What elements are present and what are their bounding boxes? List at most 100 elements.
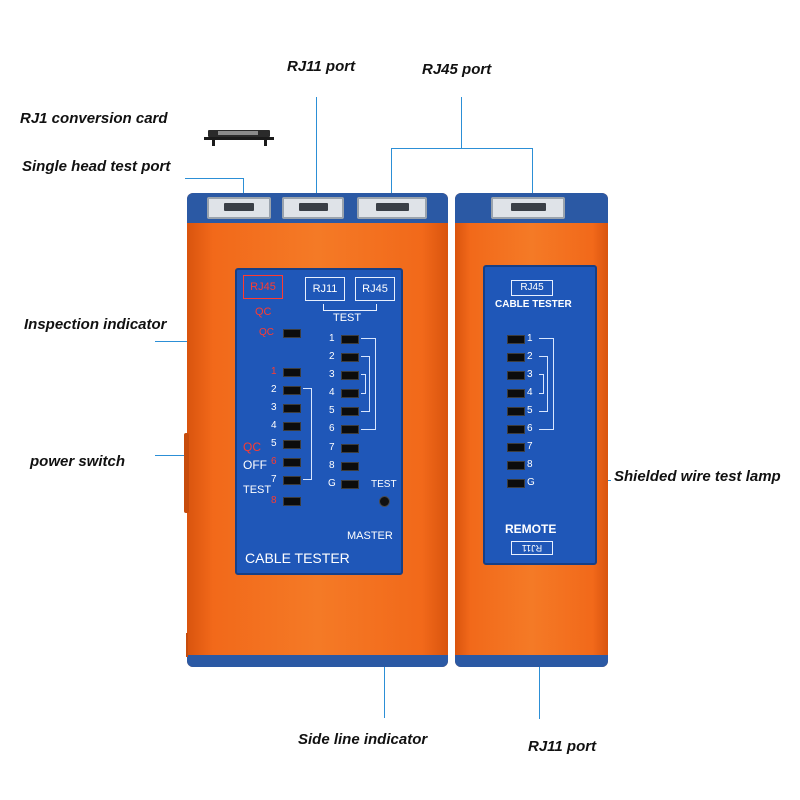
right-led-label-8: 8 [329, 460, 335, 471]
side-led-7 [341, 444, 359, 453]
remote-led-3 [507, 371, 525, 380]
leader-rj11-bottom [539, 667, 540, 719]
remote-led-label-7: 7 [527, 441, 533, 452]
left-led-label-6: 6 [271, 456, 277, 467]
remote-bracket-outer [539, 338, 554, 430]
rj45-port-remote[interactable] [491, 197, 565, 219]
leader-rj45-top-right [532, 148, 533, 195]
side-led-2 [341, 353, 359, 362]
right-bracket-outer [361, 338, 376, 430]
leader-rj45-top-v [461, 97, 462, 149]
remote-led-4 [507, 389, 525, 398]
test-bracket [323, 304, 377, 311]
remote-led-label-3: 3 [527, 369, 533, 380]
remote-led-1 [507, 335, 525, 344]
left-led-label-qc: QC [259, 327, 274, 338]
test-button[interactable] [379, 496, 390, 507]
remote-label: REMOTE [505, 522, 557, 536]
leader-power-switch [155, 455, 193, 456]
leader-rj45-top-left [391, 148, 392, 195]
remote-led-6 [507, 425, 525, 434]
qc-label: QC [255, 306, 272, 318]
left-led-label-3: 3 [271, 402, 277, 413]
remote-rj45-box: RJ45 [511, 280, 553, 296]
switch-label-test: TEST [243, 484, 272, 496]
master-unit: RJ45 QC RJ11 RJ45 TEST QC 1 2 3 4 5 6 7 … [184, 193, 448, 667]
callout-rj1-conversion-card: RJ1 conversion card [20, 110, 168, 127]
leader-rj45-top-h [391, 148, 533, 149]
side-led-6 [341, 425, 359, 434]
leader-single-head-v [243, 178, 244, 194]
leader-single-head [185, 178, 243, 179]
side-led-g [341, 480, 359, 489]
rj1-conversion-card-icon [204, 130, 274, 146]
right-led-label-g: G [328, 478, 336, 489]
right-led-label-7: 7 [329, 442, 335, 453]
test-rj45-box: RJ45 [355, 277, 395, 301]
right-bracket-mid [361, 356, 370, 412]
remote-unit: RJ45 CABLE TESTER 1 2 3 4 5 6 7 8 G REMO… [455, 193, 608, 667]
rj11-port-master[interactable] [282, 197, 344, 219]
remote-led-g [507, 479, 525, 488]
left-led-label-2: 2 [271, 384, 277, 395]
inspection-led-1 [283, 368, 301, 377]
remote-bracket-mid [539, 356, 548, 412]
remote-led-label-6: 6 [527, 423, 533, 434]
side-led-8 [341, 462, 359, 471]
right-led-label-3: 3 [329, 369, 335, 380]
callout-single-head-test-port: Single head test port [22, 158, 171, 175]
callout-rj11-port-bottom: RJ11 port [528, 738, 597, 755]
remote-rj11-box: RJ11 [511, 541, 553, 555]
remote-led-label-2: 2 [527, 351, 533, 362]
remote-led-label-5: 5 [527, 405, 533, 416]
side-led-3 [341, 371, 359, 380]
leader-rj11-top [316, 97, 317, 195]
remote-led-label-4: 4 [527, 387, 533, 398]
master-cable-tester-label: CABLE TESTER [245, 550, 350, 566]
left-led-label-4: 4 [271, 420, 277, 431]
qc-rj45-box: RJ45 [243, 275, 283, 299]
remote-led-2 [507, 353, 525, 362]
master-panel: RJ45 QC RJ11 RJ45 TEST QC 1 2 3 4 5 6 7 … [235, 268, 403, 575]
rj45-port-master[interactable] [357, 197, 427, 219]
left-led-label-8: 8 [271, 495, 277, 506]
power-switch[interactable] [184, 433, 189, 513]
inspection-led-7 [283, 476, 301, 485]
master-side-seam [186, 633, 188, 657]
master-label: MASTER [347, 530, 393, 542]
remote-led-5 [507, 407, 525, 416]
inspection-led-8 [283, 497, 301, 506]
remote-bracket-inner [539, 374, 544, 394]
side-led-5 [341, 407, 359, 416]
callout-side-line-indicator: Side line indicator [298, 731, 428, 748]
remote-cable-tester-label: CABLE TESTER [495, 299, 572, 310]
single-head-test-port[interactable] [207, 197, 271, 219]
remote-led-label-1: 1 [527, 333, 533, 344]
right-led-label-2: 2 [329, 351, 335, 362]
inspection-led-4 [283, 422, 301, 431]
left-led-label-1: 1 [271, 366, 277, 377]
callout-power-switch: power switch [30, 453, 126, 470]
inspection-led-6 [283, 458, 301, 467]
remote-bottom-cap [455, 655, 608, 667]
callout-rj11-port-top: RJ11 port [287, 58, 356, 75]
right-led-label-6: 6 [329, 423, 335, 434]
callout-rj45-port-top: RJ45 port [422, 61, 492, 78]
test-button-label: TEST [371, 479, 397, 490]
left-led-label-7: 7 [271, 474, 277, 485]
side-led-4 [341, 389, 359, 398]
callout-inspection-indicator: Inspection indicator [24, 316, 167, 333]
right-led-label-1: 1 [329, 333, 335, 344]
inspection-led-5 [283, 440, 301, 449]
remote-led-label-g: G [527, 477, 535, 488]
right-led-label-5: 5 [329, 405, 335, 416]
switch-label-qc: QC [243, 440, 261, 454]
right-led-label-4: 4 [329, 387, 335, 398]
test-rj11-box: RJ11 [305, 277, 345, 301]
side-led-1 [341, 335, 359, 344]
inspection-led-2 [283, 386, 301, 395]
right-bracket-inner [361, 374, 366, 394]
left-bracket [303, 388, 312, 480]
inspection-led-qc [283, 329, 301, 338]
callout-shielded-wire-test-lamp: Shielded wire test lamp [614, 468, 781, 485]
